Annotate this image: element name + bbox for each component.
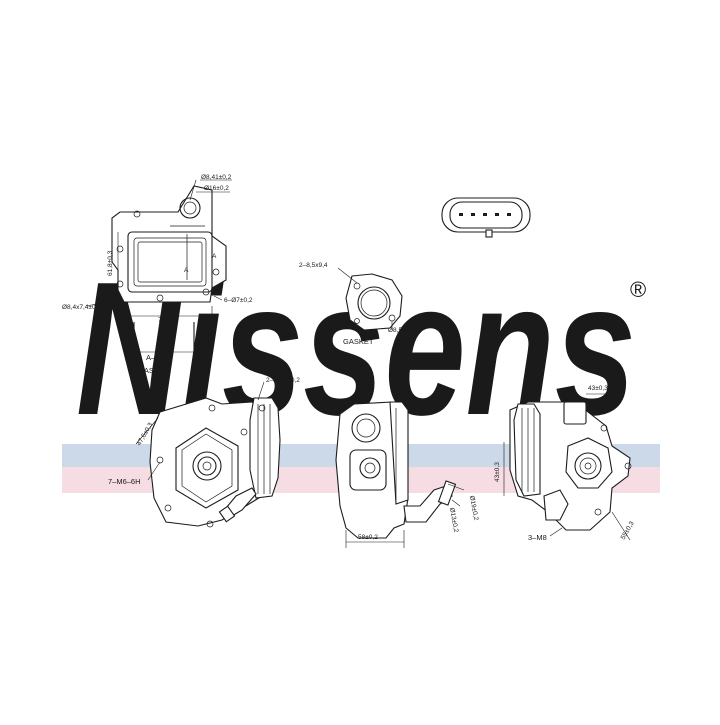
registered-mark: ® bbox=[630, 277, 646, 302]
gasket-middle-title: GASKET bbox=[343, 337, 374, 346]
side-dim-pipe-inner: Ø13±0,2 bbox=[448, 507, 459, 533]
valve-front-view bbox=[135, 381, 281, 528]
back-dim-thread: 3–M8 bbox=[528, 533, 547, 542]
gasket-left-dim-width: 78±0,3 bbox=[158, 317, 178, 324]
gasket-left-section: A–A bbox=[146, 353, 160, 362]
front-dim-holes: 2–Ø6,7±0,2 bbox=[266, 377, 300, 384]
gasket-left-dim-hole-inner: Ø16±0,2 bbox=[204, 185, 229, 192]
gasket-left-title: GASKET bbox=[138, 366, 169, 375]
gasket-left-dim-hole-outer: Ø8,41±0,2 bbox=[201, 174, 232, 181]
gasket-left-drawing bbox=[85, 179, 232, 362]
side-dim-width: 58±0,2 bbox=[358, 534, 378, 541]
gasket-left-dim-slot: Ø8,4x7,4±0,1 bbox=[62, 304, 101, 311]
gasket-left-thickness-right: 0,3 bbox=[195, 351, 202, 360]
side-dim-pipe-outer: Ø19±0,2 bbox=[468, 495, 479, 521]
gasket-left-dim-holes: 6–Ø7±0,2 bbox=[224, 297, 253, 304]
gasket-middle-drawing bbox=[337, 267, 403, 331]
valve-side-view bbox=[335, 401, 465, 548]
gasket-left-thickness-left: 0,8 bbox=[125, 351, 132, 360]
back-dim-left: 43±0,3 bbox=[494, 462, 501, 482]
section-mark-left: A bbox=[184, 267, 189, 274]
back-dim-bottom: 55±0,3 bbox=[620, 520, 636, 541]
section-mark-right: A bbox=[212, 253, 217, 260]
gasket-middle-dim-bore: Ø8,5±0,2 bbox=[388, 327, 415, 334]
gasket-middle-dim-slots: 2–8,5x9,4 bbox=[299, 262, 328, 269]
back-dim-top: 43±0,3 bbox=[588, 385, 608, 392]
valve-back-view bbox=[503, 393, 632, 541]
gasket-left-dim-height: 61,8±0,3 bbox=[107, 250, 114, 276]
front-dim-thread: 7–M6–6H bbox=[108, 477, 141, 486]
connector-icon bbox=[441, 197, 531, 238]
